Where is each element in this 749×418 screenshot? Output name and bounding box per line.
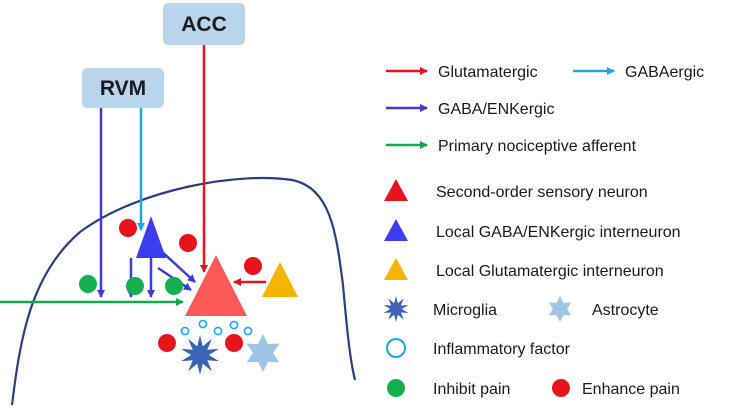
second-order-neuron-triangle <box>185 255 247 316</box>
inhibit-pain-dot <box>126 277 144 295</box>
legend-local-glut-interneuron-label: Local Glutamatergic interneuron <box>436 263 664 280</box>
rvm-label: RVM <box>100 77 146 100</box>
inflammatory-factor <box>229 320 239 330</box>
legend-inhibit-pain-dot <box>387 379 405 397</box>
legend-microglia-label: Microglia <box>433 302 497 319</box>
microglia-icon <box>181 335 219 375</box>
legend-gabaergic-label: GABAergic <box>625 64 704 81</box>
inflammatory-factor <box>243 326 253 336</box>
inflammatory-factor <box>180 326 190 336</box>
acc-label: ACC <box>181 13 227 36</box>
legend-inhibit-pain-label: Inhibit pain <box>433 381 510 398</box>
legend-astrocyte-label: Astrocyte <box>592 302 659 319</box>
legend-microglia-icon <box>383 296 409 322</box>
legend-second-order-neuron-label: Second-order sensory neuron <box>436 184 648 201</box>
astrocyte-icon <box>246 334 280 372</box>
legend-glutamatergic-label: Glutamatergic <box>438 64 538 81</box>
acc-box: ACC <box>163 3 245 45</box>
inflammatory-factor <box>198 319 208 329</box>
enhance-pain-dot <box>244 257 262 275</box>
legend-local-gaba-interneuron-triangle <box>384 219 408 241</box>
legend-local-glut-interneuron-triangle <box>384 258 408 280</box>
legend-local-gaba-interneuron-label: Local GABA/ENKergic interneuron <box>436 224 681 241</box>
inflammatory-factor <box>213 326 223 336</box>
legend: Glutamatergic GABAergic GABA/ENKergic Pr… <box>383 64 704 398</box>
enhance-pain-dot <box>158 334 176 352</box>
inhibit-pain-dot <box>165 277 183 295</box>
enhance-pain-dot <box>179 234 197 252</box>
legend-inflammatory-factor-circle <box>386 338 406 358</box>
legend-enhance-pain-dot <box>552 379 570 397</box>
dorsal-horn-outline <box>10 176 357 406</box>
legend-astrocyte-icon <box>548 296 572 322</box>
legend-primary-afferent-label: Primary nociceptive afferent <box>438 138 637 155</box>
interneuron-to-neuron-arrow-upper <box>159 249 196 283</box>
enhance-pain-dot <box>225 334 243 352</box>
local-gaba-interneuron-triangle <box>136 216 166 258</box>
legend-inflammatory-factor-label: Inflammatory factor <box>433 341 571 358</box>
enhance-pain-dot <box>119 219 137 237</box>
inhibit-pain-dot <box>79 275 97 293</box>
local-glut-interneuron-triangle <box>262 262 298 297</box>
rvm-box: RVM <box>82 68 164 108</box>
legend-gaba-enkergic-label: GABA/ENKergic <box>438 101 554 118</box>
legend-enhance-pain-label: Enhance pain <box>582 381 680 398</box>
legend-second-order-neuron-triangle <box>384 179 408 201</box>
